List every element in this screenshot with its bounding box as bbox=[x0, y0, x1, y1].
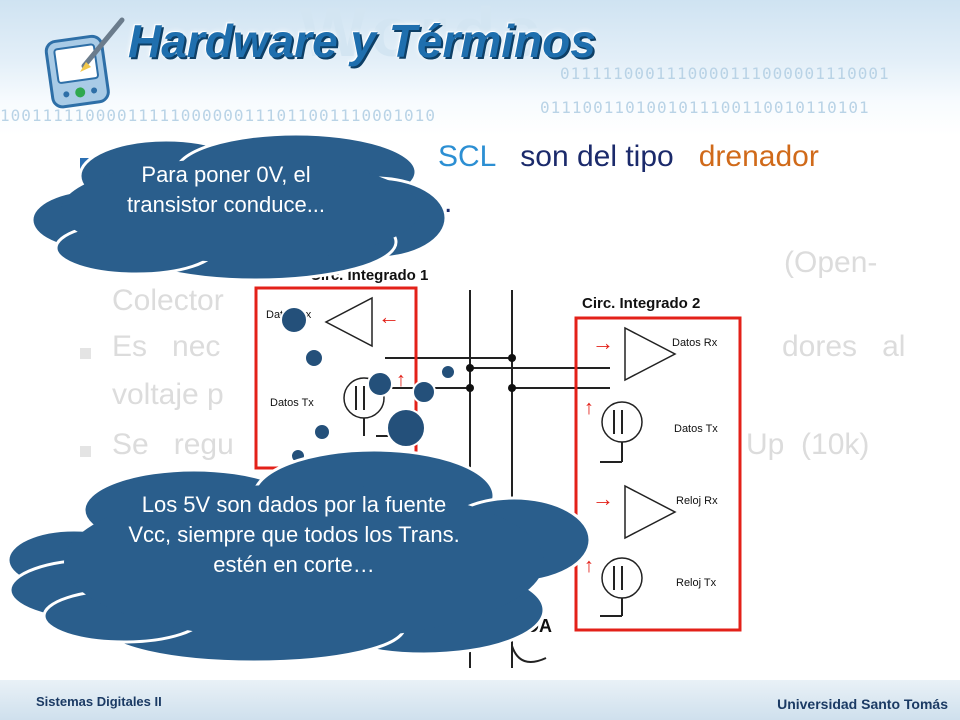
pda-icon bbox=[44, 17, 125, 109]
bullet-marker bbox=[80, 446, 91, 457]
bullet-2-line-1: (Open- bbox=[784, 246, 878, 279]
bullet-1-line-2: . bbox=[444, 186, 453, 219]
arrow-icon: ↑ bbox=[584, 397, 594, 419]
bullet-4-word: Up bbox=[746, 428, 785, 461]
junction-dot bbox=[508, 354, 516, 362]
bullet-3-word: dores bbox=[782, 330, 858, 363]
buffer-symbol bbox=[624, 326, 677, 382]
bullet-2-line-2: Colector bbox=[112, 284, 224, 317]
buffer-symbol bbox=[324, 296, 373, 348]
bullet-1-line-1: SCL son del tipo drenador bbox=[438, 140, 819, 174]
arrow-icon: ↑ bbox=[584, 555, 594, 577]
chip-2-label: Circ. Integrado 2 bbox=[582, 295, 700, 312]
junction-dot bbox=[466, 364, 474, 372]
arrow-icon: ← bbox=[378, 304, 400, 329]
bullet-3-word: nec bbox=[172, 330, 221, 363]
bullet-3-line-2: voltaje p bbox=[112, 378, 224, 411]
header-banner: Words 0111110001110000111000001110001 10… bbox=[0, 0, 960, 135]
slide-title: Hardware y Términos bbox=[128, 15, 596, 67]
bullet-3-line-1-right: dores al bbox=[782, 330, 905, 364]
arrow-icon: → bbox=[592, 330, 614, 355]
chip-2-pin-label: Datos Rx bbox=[672, 337, 718, 349]
buffer-symbol bbox=[624, 484, 677, 540]
binary-row: 1001111100001111100000011101100111000101… bbox=[0, 106, 436, 125]
footer-bar bbox=[0, 680, 960, 720]
bullet-3-line-1: Es nec bbox=[112, 330, 220, 364]
bullet-4-word: (10k) bbox=[801, 428, 870, 461]
arrow-icon: ↑ bbox=[396, 369, 406, 391]
bullet-3-word: Es bbox=[112, 330, 148, 363]
cloud-callout-bottom bbox=[6, 448, 592, 664]
footer-course-name: Sistemas Digitales II bbox=[36, 694, 162, 709]
banner-watermark: Words bbox=[300, 0, 547, 71]
bullet-4-word: regu bbox=[173, 428, 234, 461]
bullet-4-line-1-right: Up (10k) bbox=[746, 428, 869, 462]
thought-bubble-trail bbox=[280, 306, 456, 460]
bullet-1-highlight: drenador bbox=[698, 140, 819, 173]
binary-row: 0111110001110000111000001110001 bbox=[560, 64, 890, 83]
binary-row: 0111001101001011100110010110101 bbox=[540, 98, 870, 117]
bullet-3-word: al bbox=[882, 330, 906, 363]
junction-dot bbox=[508, 384, 516, 392]
signal-name-scl: SCL bbox=[438, 140, 496, 173]
callout-top-text: Para poner 0V, el transistor conduce... bbox=[126, 162, 326, 217]
chip-2-pin-label: Datos Tx bbox=[674, 423, 718, 435]
bullet-marker bbox=[80, 348, 91, 359]
arrow-icon: → bbox=[592, 486, 614, 511]
cloud-callout-top bbox=[30, 132, 448, 282]
junction-dot bbox=[466, 384, 474, 392]
chip-1-pin-label: Datos Tx bbox=[270, 397, 314, 409]
chip-2-pin-label: Reloj Rx bbox=[676, 495, 718, 507]
footer-university-name: Universidad Santo Tomás bbox=[777, 696, 948, 712]
bullet-4-line-1: Se regu bbox=[112, 428, 234, 462]
chip-2-pin-label: Reloj Tx bbox=[676, 577, 717, 589]
bullet-4-word: Se bbox=[112, 428, 149, 461]
callout-bottom-text: Los 5V son dados por la fuente Vcc, siem… bbox=[128, 492, 460, 577]
chip-2-box bbox=[574, 316, 742, 632]
bullet-1-text: son del tipo bbox=[520, 140, 674, 173]
